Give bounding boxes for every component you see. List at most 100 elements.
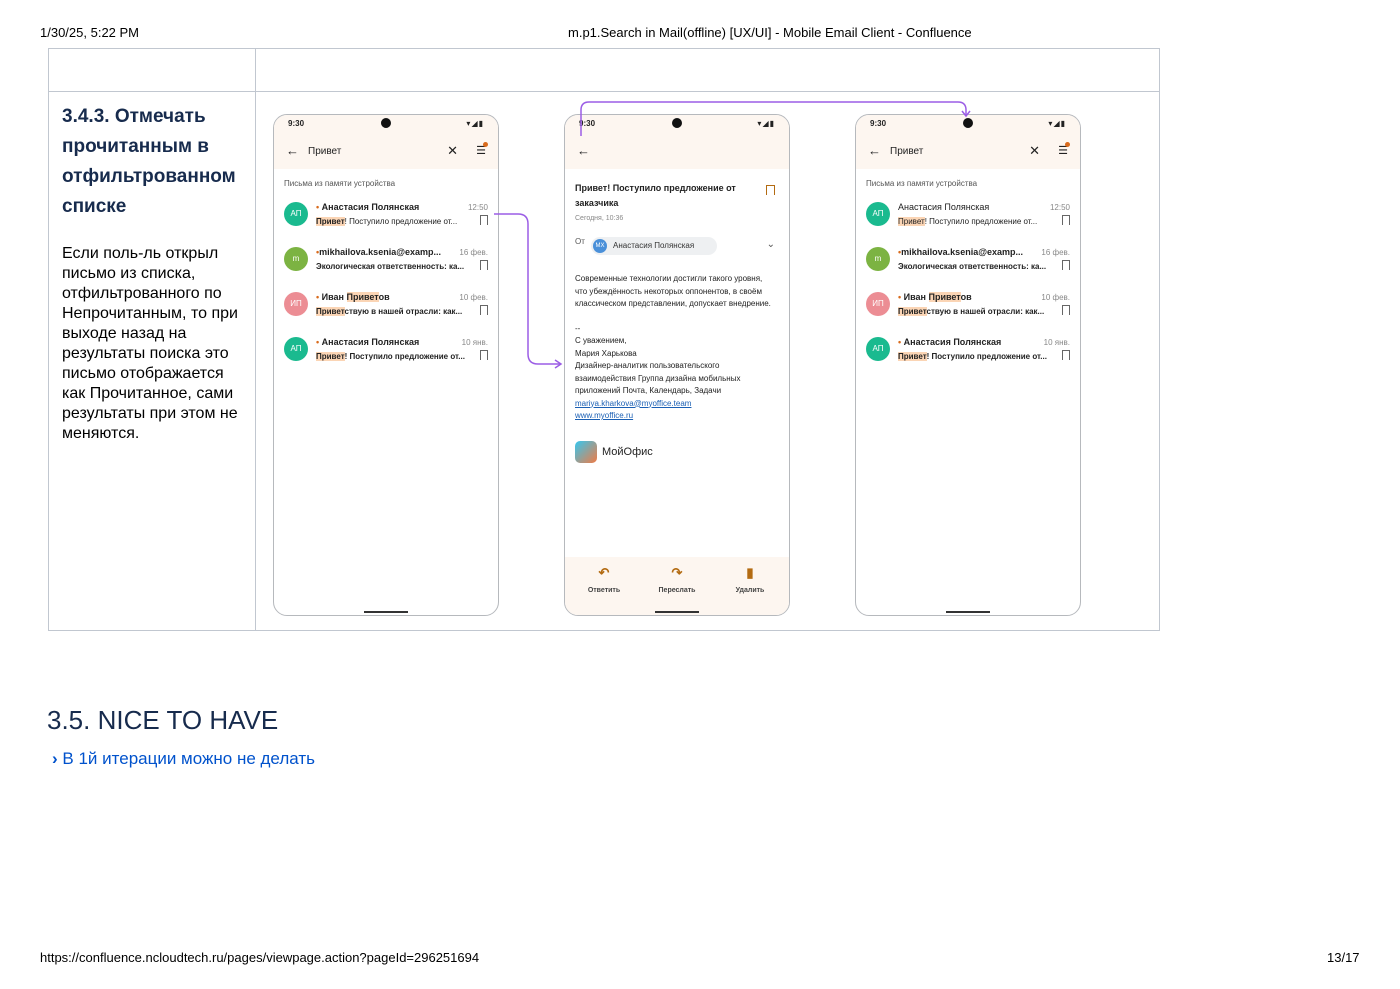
section-heading: 3.4.3. Отмечать прочитанным в отфильтров… [62,106,236,217]
sender-avatar: МХ [593,239,607,253]
avatar: АП [866,337,890,361]
mail-item[interactable]: ИП • Иван Приветов 10 фев. Приветствую в… [274,289,498,334]
mail-subject: Привет! Поступило предложение от... [316,352,465,361]
phone-mail-reader: 9:30 ▾◢▮ ← Привет! Поступило предложение… [564,114,790,616]
sender-chip[interactable]: МХ Анастасия Полянская [591,237,717,255]
signal-icon: ▾◢▮ [1048,119,1066,128]
bookmark-icon[interactable] [480,215,488,225]
mail-time: 12:50 [467,203,488,212]
mail-sender: •mikhailova.ksenia@examp... [898,247,1023,257]
mail-subject: Привет! Поступило предложение от... [898,352,1047,361]
clear-icon[interactable]: ✕ [447,143,458,158]
unread-dot-icon: • [898,337,902,347]
print-page-title: m.p1.Search in Mail(offline) [UX/UI] - M… [568,25,972,40]
bookmark-icon[interactable] [1062,260,1070,270]
mail-sender: • Анастасия Полянская [316,337,420,347]
mail-time: 16 фев. [459,248,488,257]
bookmark-icon[interactable] [480,260,488,270]
table-header-cell [48,48,256,92]
bookmark-icon[interactable] [480,350,488,360]
signature-dash: -- [575,323,581,333]
content-table: 3.4.3. Отмечать прочитанным в отфильтров… [48,48,1160,631]
mail-item[interactable]: АП • Анастасия Полянская 10 янв. Привет!… [856,334,1080,379]
gesture-bar [946,611,990,613]
mail-sender: • Анастасия Полянская [316,202,420,212]
avatar: АП [866,202,890,226]
avatar: ИП [284,292,308,316]
unread-dot-icon: • [316,247,320,257]
mail-sender: • Иван Приветов [898,292,972,302]
mail-subject: Привет! Поступило предложение от... [898,217,1038,226]
signature-role: Дизайнер-аналитик пользовательского взаи… [575,361,741,395]
bookmark-icon[interactable] [1062,350,1070,360]
forward-button[interactable]: ↷Переслать [647,565,707,594]
section-description: Если поль-ль открыл письмо из списка, от… [62,245,238,442]
reply-icon: ↶ [598,565,610,580]
description-cell: 3.4.3. Отмечать прочитанным в отфильтров… [48,91,256,631]
reply-button[interactable]: ↶Ответить [574,565,634,594]
mail-sender: Анастасия Полянская [898,202,990,212]
status-time: 9:30 [288,119,305,128]
unread-dot-icon: • [898,247,902,257]
chevron-right-icon: › [52,749,58,768]
status-time: 9:30 [870,119,887,128]
filter-icon[interactable]: ☰ [1058,142,1070,157]
bookmark-icon[interactable] [1062,215,1070,225]
bookmark-icon[interactable] [1062,305,1070,315]
filter-active-dot [483,142,488,147]
signature-name: Мария Харькова [575,348,637,358]
mail-item[interactable]: m •mikhailova.ksenia@examp... 16 фев. Эк… [856,244,1080,289]
trash-icon: ▮ [746,565,754,580]
mail-body: Современные технологии достигли такого у… [575,273,775,423]
signal-icon: ▾◢▮ [466,119,484,128]
filter-icon[interactable]: ☰ [476,142,488,157]
sender-name: Анастасия Полянская [613,241,695,250]
screens-row: 9:30 ▾◢▮ ← Привет ✕ ☰ Письма из памяти у… [256,92,1159,630]
mail-sender: • Иван Приветов [316,292,390,302]
nice-to-have-heading: 3.5. NICE TO HAVE [47,705,279,735]
mail-time: 10 фев. [459,293,488,302]
mail-item-read[interactable]: АП Анастасия Полянская 12:50 Привет! Пос… [856,199,1080,244]
body-text: Современные технологии достигли такого у… [575,274,771,308]
delete-button[interactable]: ▮Удалить [720,565,780,594]
back-arrow-icon[interactable]: ← [577,143,590,158]
filter-active-dot [1065,142,1070,147]
cloud-logo-icon [575,441,597,463]
camera-hole [963,118,973,128]
search-query[interactable]: Привет [308,146,342,157]
clear-icon[interactable]: ✕ [1029,143,1040,158]
mail-item[interactable]: ИП • Иван Приветов 10 фев. Приветствую в… [856,289,1080,334]
expand-label: В 1й итерации можно не делать [62,749,315,768]
mail-item[interactable]: АП • Анастасия Полянская 10 янв. Привет!… [274,334,498,379]
back-arrow-icon[interactable]: ← [868,143,881,158]
gesture-bar [364,611,408,613]
phone-search-results-after: 9:30 ▾◢▮ ← Привет ✕ ☰ Письма из памяти у… [855,114,1081,616]
mail-subject: Привет! Поступило предложение от... [316,217,458,226]
avatar: m [866,247,890,271]
print-datetime: 1/30/25, 5:22 PM [40,25,140,40]
signature-greeting: С уважением, [575,336,627,345]
mail-item[interactable]: АП • Анастасия Полянская 12:50 Привет! П… [274,199,498,244]
logo-text: МойОфис [602,446,653,458]
signature-site-link[interactable]: www.myoffice.ru [575,411,634,420]
mail-item[interactable]: m •mikhailova.ksenia@examp... 16 фев. Эк… [274,244,498,289]
mail-subject: Приветствую в нашей отрасли: как... [898,307,1045,316]
chevron-down-icon[interactable]: ⌄ [766,239,775,250]
search-bar: ← Привет ✕ ☰ [856,135,1080,169]
flow-arrow-open-head [554,359,563,369]
mail-time: 10 янв. [1043,338,1070,347]
signature-email-link[interactable]: mariya.kharkova@myoffice.team [575,398,692,408]
search-bar: ← Привет ✕ ☰ [274,135,498,169]
bookmark-icon[interactable] [480,305,488,315]
unread-dot-icon: • [898,292,902,302]
mail-time: 16 фев. [1041,248,1070,257]
section-title: Письма из памяти устройства [866,179,978,188]
mail-time: 12:50 [1049,203,1070,212]
search-query[interactable]: Привет [890,146,924,157]
back-arrow-icon[interactable]: ← [286,143,299,158]
camera-hole [381,118,391,128]
avatar: ИП [866,292,890,316]
expand-toggle[interactable]: › В 1й итерации можно не делать [52,749,315,769]
mail-date: Сегодня, 10:36 [575,215,624,222]
bookmark-icon[interactable] [766,185,775,195]
